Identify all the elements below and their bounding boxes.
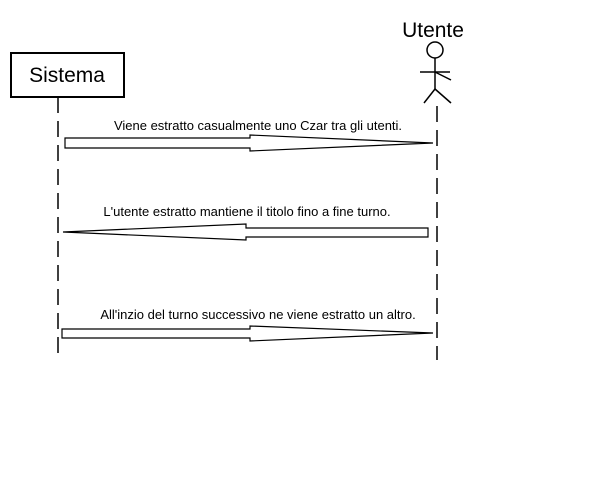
system-participant-label: Sistema [29,64,105,87]
message-arrow-1 [64,134,434,152]
user-participant-label: Utente [402,19,464,42]
message-label-2: L'utente estratto mantiene il titolo fin… [103,204,390,219]
message-arrow-3 [61,325,434,342]
message-label-1: Viene estratto casualmente uno Czar tra … [114,118,402,133]
message-arrow-2 [62,223,429,241]
user-actor-icon [420,41,452,104]
system-participant-box [10,52,125,98]
message-label-3: All'inzio del turno successivo ne viene … [100,307,415,322]
